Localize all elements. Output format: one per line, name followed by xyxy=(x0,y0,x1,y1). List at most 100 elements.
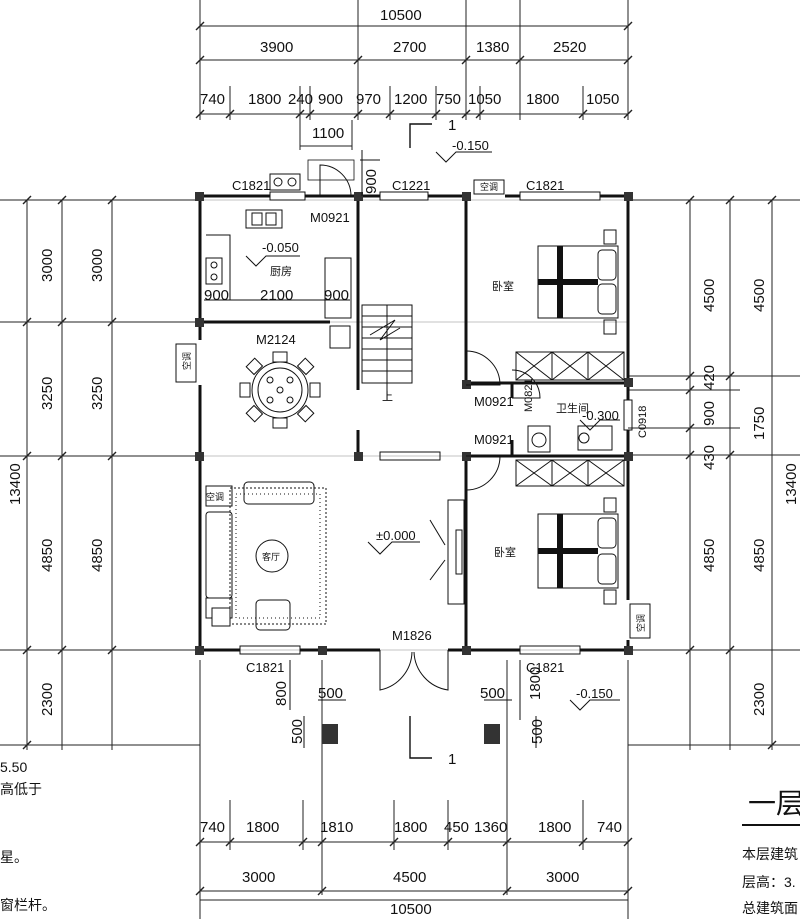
dim-top-2520: 2520 xyxy=(553,39,586,56)
title-info-3: 总建筑面 xyxy=(742,900,798,916)
dim-right-out-4850: 4850 xyxy=(751,539,768,572)
label-c1821-top-right: C1821 xyxy=(526,178,564,193)
dim-right-420: 420 xyxy=(701,365,718,390)
dim-right-4500: 4500 xyxy=(701,279,718,312)
dim-bot-1800: 1800 xyxy=(246,819,279,836)
kitchen-dimension-text: 900 2100 900 900 800 500 500 500 500 180… xyxy=(204,169,546,744)
dim-right-out-1750: 1750 xyxy=(751,407,768,440)
room-labels: 厨房 卧室 卫生间 卧室 xyxy=(270,265,589,559)
dim-top3-900: 900 xyxy=(318,91,343,108)
dim-left-total: 13400 xyxy=(7,463,24,505)
dim-bot-total: 10500 xyxy=(390,901,432,918)
dim-top3-1050: 1050 xyxy=(468,91,501,108)
label-m0921-a: M0921 xyxy=(474,394,514,409)
label-m0921-kitchen: M0921 xyxy=(310,210,350,225)
wardrobe-top xyxy=(515,351,625,381)
bedroom-top-bed xyxy=(537,229,619,335)
dining-table xyxy=(239,351,321,429)
dim-top-1380: 1380 xyxy=(476,39,509,56)
dim-right-out-4500: 4500 xyxy=(751,279,768,312)
label-m2124: M2124 xyxy=(256,332,296,347)
section-label-bottom: 1 xyxy=(448,751,456,768)
tv-cabinet xyxy=(429,499,465,605)
dim-left-in-3000: 3000 xyxy=(89,249,106,282)
elev-bathroom: -0.300 xyxy=(582,408,619,423)
dim-right-4850: 4850 xyxy=(701,539,718,572)
dim-right-430: 430 xyxy=(701,445,718,470)
dim-top3-1800b: 1800 xyxy=(526,91,559,108)
dim-bot-1800c: 1800 xyxy=(538,819,571,836)
dim-bot-1810: 1810 xyxy=(320,819,353,836)
room-bathroom: 卫生间 xyxy=(556,401,589,415)
dim-right-total: 13400 xyxy=(783,463,800,505)
dim-bot-3000: 3000 xyxy=(242,869,275,886)
dim-800: 800 xyxy=(273,681,290,706)
bedroom-bottom-bed xyxy=(537,497,619,605)
axis-grid-lines xyxy=(200,199,628,651)
dim-500-vert-right: 500 xyxy=(529,719,546,744)
label-ac-right: 空调 xyxy=(635,614,646,632)
bathroom-fixtures xyxy=(527,425,613,453)
dim-left-in-4850: 4850 xyxy=(89,539,106,572)
dim-500-right: 500 xyxy=(480,685,505,702)
windows xyxy=(239,191,633,655)
dim-left-in-3250: 3250 xyxy=(89,377,106,410)
label-m1826: M1826 xyxy=(392,628,432,643)
room-bedroom-top: 卧室 xyxy=(492,279,514,293)
room-kitchen: 厨房 xyxy=(270,265,292,278)
dim-1800-vertical: 1800 xyxy=(527,667,544,700)
label-c1821-bottom-right: C1821 xyxy=(526,660,564,675)
dim-top3-740: 740 xyxy=(200,91,225,108)
elev-living: ±0.000 xyxy=(376,528,416,543)
label-ac-top: 空调 xyxy=(480,181,498,192)
left-dimension-text: 3000 3250 4850 2300 3000 3250 4850 13400 xyxy=(7,249,106,716)
title-info-2: 层高：3. xyxy=(742,874,796,890)
dim-top3-240: 240 xyxy=(288,91,313,108)
label-c1221: C1221 xyxy=(392,178,430,193)
dim-bot-450: 450 xyxy=(444,819,469,836)
drawing-title: 一层平 xyxy=(748,788,800,819)
dim-kitchen-2100: 2100 xyxy=(260,287,293,304)
dim-bot-3000b: 3000 xyxy=(546,869,579,886)
dim-kitchen-900: 900 xyxy=(204,287,229,304)
right-dimension-text: 4500 420 900 430 4850 4500 1750 4850 230… xyxy=(701,279,800,716)
dim-top-3900: 3900 xyxy=(260,39,293,56)
bottom-dimension-text: 740 1800 1810 1800 450 1360 1800 740 300… xyxy=(200,819,622,918)
title-underline xyxy=(742,824,800,826)
dim-left-3000: 3000 xyxy=(39,249,56,282)
dim-left-3250: 3250 xyxy=(39,377,56,410)
elev-kitchen: -0.050 xyxy=(262,240,299,255)
staircase xyxy=(361,304,413,400)
top-dimension-text: 10500 3900 2700 1380 2520 740 1800 240 9… xyxy=(200,7,619,142)
elevation-labels: -0.050 -0.150 -0.300 ±0.000 -0.150 xyxy=(262,138,619,701)
note-line-1: 5.50 xyxy=(0,759,28,775)
living-center-label: 客厅 xyxy=(262,551,280,562)
elevation-markers xyxy=(245,151,620,711)
ac-units xyxy=(175,179,651,639)
dim-top3-1050b: 1050 xyxy=(586,91,619,108)
label-ac-living: 空调 xyxy=(206,491,224,502)
section-markers xyxy=(409,123,432,759)
dim-500-vert-left: 500 xyxy=(289,719,306,744)
dim-bot-740b: 740 xyxy=(597,819,622,836)
dim-900-vertical: 900 xyxy=(363,169,380,194)
wardrobe-bottom xyxy=(515,459,625,487)
label-c1821-top-left: C1821 xyxy=(232,178,270,193)
note-line-3: 星。 xyxy=(0,849,28,865)
dim-bot-740: 740 xyxy=(200,819,225,836)
opening-labels: C1821 C1221 C1821 M0921 M2124 M0921 M092… xyxy=(181,117,649,768)
section-label-top: 1 xyxy=(448,117,456,134)
label-c0918: C0918 xyxy=(637,406,649,438)
label-m0921-b: M0921 xyxy=(474,432,514,447)
dim-top3-1800: 1800 xyxy=(248,91,281,108)
doors xyxy=(307,159,541,691)
title-info-1: 本层建筑 xyxy=(742,846,798,862)
dim-top3-970: 970 xyxy=(356,91,381,108)
dim-bot-1800b: 1800 xyxy=(394,819,427,836)
dim-top-1100: 1100 xyxy=(312,125,344,142)
dim-left-2300: 2300 xyxy=(39,683,56,716)
dim-bot-4500: 4500 xyxy=(393,869,426,886)
dim-500-left: 500 xyxy=(318,685,343,702)
note-line-4: 窗栏杆。 xyxy=(0,897,56,913)
